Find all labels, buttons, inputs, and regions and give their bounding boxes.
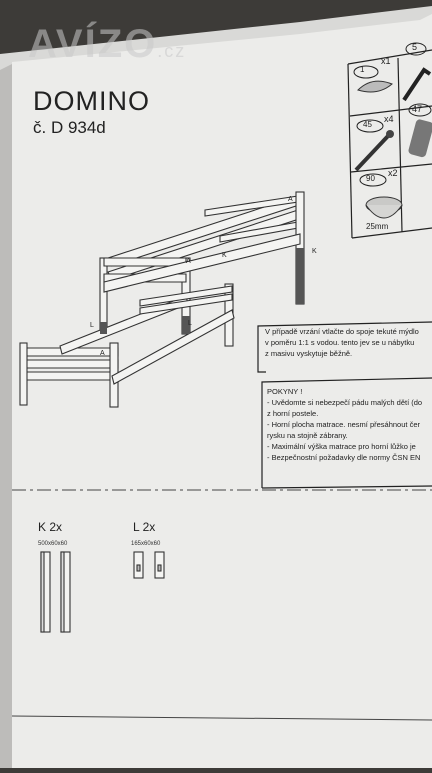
component-l-dims: 165x60x60 [131, 541, 161, 547]
diagram-label-a-low: A [100, 350, 105, 357]
instruction-line-4: rysku na stojně zábrany. [267, 431, 348, 440]
part-1-number: 1 [360, 65, 365, 74]
component-l-drawing [133, 551, 165, 579]
part-90-icon [359, 173, 403, 219]
instructions-block: POKYNY ! - Uvědomte si nebezpečí pádu ma… [267, 386, 422, 463]
diagram-label-l-mid: L [188, 320, 192, 327]
diagram-label-k-mid: K [222, 252, 227, 259]
diagram-label-a-mid: A [186, 258, 191, 265]
notice-line-1: V případě vrzání vtlačte do spoje tekuté… [265, 327, 419, 336]
part-45-icon [354, 119, 394, 172]
instruction-line-1: - Uvědomte si nebezpečí pádu malých dětí… [267, 398, 423, 407]
size-label: 25mm [366, 222, 389, 231]
component-k-dims: 500x60x60 [38, 541, 68, 547]
part-47-number: 47 [412, 104, 423, 114]
component-k-label: K 2x [38, 520, 63, 534]
diagram-label-a-top: A [288, 196, 293, 203]
instructions-title: POKYNY ! [267, 387, 303, 396]
part-1-icon [353, 65, 393, 93]
notice-line-2: v poměru 1:1 s vodou. tento jev se u náb… [265, 338, 415, 347]
part-45-number: 45 [363, 120, 372, 129]
part-1-qty: x1 [381, 56, 391, 66]
instruction-line-5: - Maximální výška matrace pro horní lůžk… [267, 442, 416, 451]
part-47-icon [408, 103, 432, 158]
product-code: č. D 934d [33, 118, 106, 137]
component-l-label: L 2x [133, 520, 156, 534]
part-90-number: 90 [366, 174, 375, 183]
part-5-number: 5 [412, 42, 418, 52]
part-5-icon [402, 42, 432, 102]
component-k-drawing [40, 551, 71, 633]
part-90-qty: x2 [388, 168, 398, 178]
notice-text: V případě vrzání vtlačte do spoje tekuté… [265, 326, 419, 359]
instruction-line-3: - Horní plocha matrace. nesmí přesáhnout… [267, 420, 420, 429]
instruction-line-6: - Bezpečnostní požadavky dle normy ČSN E… [267, 453, 421, 462]
notice-line-3: z masivu vyskytuje běžně. [265, 349, 353, 358]
diagram-label-l-left: L [90, 322, 94, 329]
diagram-label-k-right: K [312, 248, 317, 255]
watermark-logo: AVÍZO.cz [28, 22, 187, 66]
part-45-qty: x4 [384, 114, 394, 124]
product-title: DOMINO [33, 86, 150, 116]
instruction-line-2: z horní postele. [267, 409, 319, 418]
